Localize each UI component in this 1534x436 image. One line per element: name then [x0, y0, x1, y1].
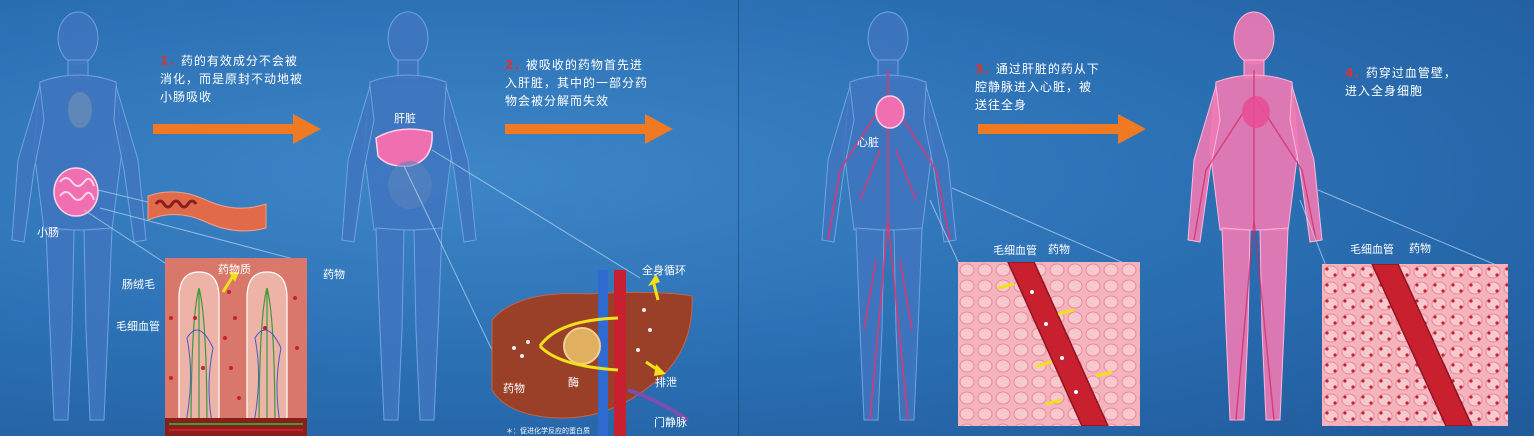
process-arrow-3 — [978, 114, 1146, 144]
process-arrow-1 — [153, 114, 321, 144]
enzyme-icon — [563, 327, 601, 365]
capillary-wall-illustration-4 — [1322, 264, 1508, 426]
label-drug-4: 药物 — [1409, 242, 1431, 255]
heart-icon — [875, 95, 905, 129]
step-4-number: 4. — [1345, 66, 1360, 80]
panel-divider — [738, 0, 739, 436]
step-2-description: 2.被吸收的药物首先进 入肝脏，其中的一部分药 物会被分解而失效 — [505, 58, 649, 108]
label-drug-3: 药物 — [1048, 243, 1070, 256]
label-systemic-circulation: 全身循环 — [642, 264, 686, 277]
capillary-wall-illustration-3 — [958, 262, 1140, 426]
label-villi: 肠绒毛 — [122, 278, 155, 291]
step-4-description: 4.药穿过血管壁， 进入全身细胞 — [1345, 66, 1457, 98]
label-excretion: 排泄 — [655, 376, 677, 389]
process-arrow-2 — [505, 114, 673, 144]
villi-cross-section-illustration — [165, 258, 307, 436]
human-body-figure-3 — [821, 11, 957, 421]
step-3-description: 3.通过肝脏的药从下 腔静脉进入心脏，被 送往全身 — [975, 62, 1100, 112]
label-drug-2: 药物 — [503, 382, 525, 395]
liver-detail-illustration — [491, 270, 693, 436]
label-drug-absorb: 药物质 — [218, 263, 251, 276]
footnote-enzyme: ＊：促进化学反应的蛋白质 — [506, 427, 590, 435]
blood-vessel-network-icon — [827, 70, 951, 421]
human-body-figure-2 — [341, 11, 477, 421]
label-enzyme: 酶 — [568, 376, 579, 389]
step-3-number: 3. — [975, 62, 990, 76]
intestine-tube-illustration — [147, 191, 267, 232]
step-1-number: 1. — [160, 54, 175, 68]
label-capillary-3: 毛细血管 — [993, 244, 1037, 257]
label-heart: 心脏 — [857, 136, 879, 149]
label-capillary-4: 毛细血管 — [1350, 243, 1394, 256]
liver-icon — [375, 128, 433, 168]
label-small-intestine: 小肠 — [37, 226, 59, 239]
label-capillary-1: 毛细血管 — [116, 320, 160, 333]
human-body-figure-4 — [1187, 11, 1323, 421]
human-body-figure-1 — [11, 11, 147, 421]
label-liver: 肝脏 — [394, 112, 416, 125]
label-drug-1: 药物 — [323, 268, 345, 281]
step-1-description: 1.药的有效成分不会被 消化，而是原封不动地被 小肠吸收 — [160, 54, 304, 104]
label-portal-vein: 门静脉 — [654, 416, 687, 429]
small-intestine-icon — [53, 167, 99, 217]
step-2-number: 2. — [505, 58, 520, 72]
